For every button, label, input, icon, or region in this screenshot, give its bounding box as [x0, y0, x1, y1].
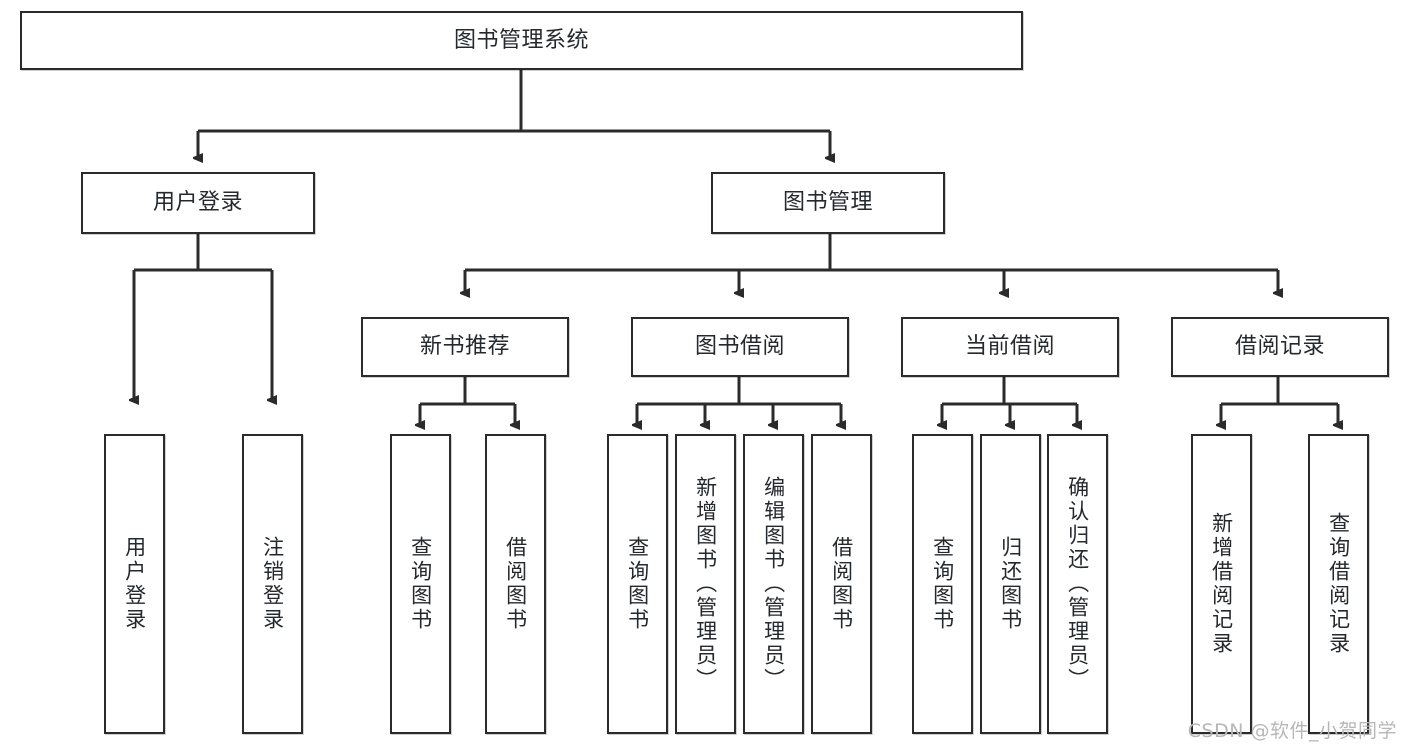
node-user-login[interactable]: 用户登录: [81, 172, 315, 234]
node-borrow-record-label: 借阅记录: [1234, 334, 1325, 360]
node-leaf-logout[interactable]: 注销登录: [242, 434, 303, 734]
node-new-book-recommendation[interactable]: 新书推荐: [361, 317, 569, 377]
node-leaf-borrow-book-1-label: 借阅图书: [503, 536, 528, 632]
node-leaf-edit-book-label: 编辑图书（管理员）: [761, 476, 786, 692]
node-leaf-query-record[interactable]: 查询借阅记录: [1308, 434, 1369, 734]
node-leaf-return-book[interactable]: 归还图书: [980, 434, 1041, 734]
node-leaf-query-book-1[interactable]: 查询图书: [390, 434, 451, 734]
node-user-login-label: 用户登录: [152, 190, 243, 216]
node-leaf-query-book-2[interactable]: 查询图书: [607, 434, 668, 734]
node-root-label: 图书管理系统: [453, 27, 589, 53]
csdn-watermark: CSDN @软件_小贺同学: [1187, 720, 1397, 742]
node-leaf-user-login[interactable]: 用户登录: [104, 434, 165, 734]
node-current-borrow[interactable]: 当前借阅: [901, 317, 1119, 377]
node-leaf-borrow-book-2[interactable]: 借阅图书: [811, 434, 872, 734]
node-leaf-confirm-return-label: 确认归还（管理员）: [1065, 476, 1090, 692]
node-leaf-borrow-book-2-label: 借阅图书: [829, 536, 854, 632]
node-book-borrow[interactable]: 图书借阅: [631, 317, 849, 377]
node-root[interactable]: 图书管理系统: [20, 11, 1023, 70]
node-leaf-add-record-label: 新增借阅记录: [1209, 512, 1234, 656]
node-leaf-confirm-return[interactable]: 确认归还（管理员）: [1047, 434, 1108, 734]
node-leaf-query-record-label: 查询借阅记录: [1326, 512, 1351, 656]
node-leaf-add-record[interactable]: 新增借阅记录: [1191, 434, 1252, 734]
node-book-manage[interactable]: 图书管理: [711, 172, 945, 234]
node-leaf-add-book-label: 新增图书（管理员）: [693, 476, 718, 692]
node-leaf-logout-label: 注销登录: [260, 536, 285, 632]
node-leaf-query-book-3-label: 查询图书: [930, 536, 955, 632]
node-leaf-query-book-1-label: 查询图书: [408, 536, 433, 632]
node-current-borrow-label: 当前借阅: [964, 334, 1055, 360]
node-leaf-add-book[interactable]: 新增图书（管理员）: [675, 434, 736, 734]
node-book-manage-label: 图书管理: [782, 190, 873, 216]
node-leaf-query-book-3[interactable]: 查询图书: [912, 434, 973, 734]
node-borrow-record[interactable]: 借阅记录: [1171, 317, 1389, 377]
node-leaf-query-book-2-label: 查询图书: [625, 536, 650, 632]
node-new-book-recommendation-label: 新书推荐: [419, 334, 510, 360]
node-leaf-user-login-label: 用户登录: [122, 536, 147, 632]
node-book-borrow-label: 图书借阅: [694, 334, 785, 360]
node-leaf-borrow-book-1[interactable]: 借阅图书: [485, 434, 546, 734]
node-leaf-edit-book[interactable]: 编辑图书（管理员）: [743, 434, 804, 734]
node-leaf-return-book-label: 归还图书: [998, 536, 1023, 632]
